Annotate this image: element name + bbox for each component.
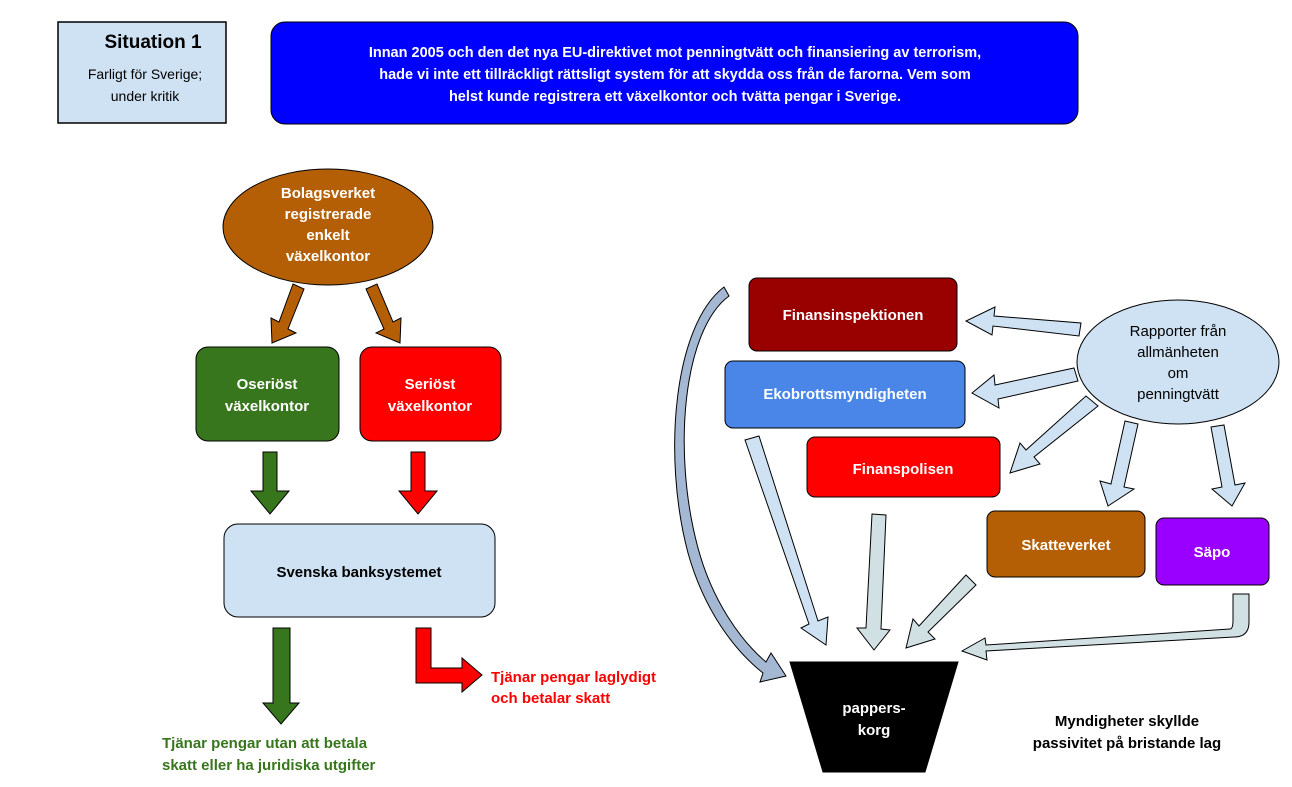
finansinspektionen-label: Finansinspektionen <box>783 307 924 324</box>
rapporter-line-4: penningtvätt <box>1137 386 1220 403</box>
papperskorg-line-1: pappers- <box>842 700 905 717</box>
bank-label: Svenska banksystemet <box>276 564 441 581</box>
oserios-line-1: Oseriöst <box>237 376 298 393</box>
bank-box <box>223 523 496 618</box>
ekobrott-node: Ekobrottsmyndigheten <box>724 360 966 429</box>
situation-subtitle-1: Farligt för Sverige; <box>88 66 202 82</box>
caption-line-1: Myndigheter skyllde <box>1055 713 1199 730</box>
arrow-bolagsverket-to-oserios <box>270 283 305 344</box>
rapporter-ellipse <box>1076 299 1280 425</box>
rapporter-line-3: om <box>1168 365 1189 382</box>
arrow-finansinspektionen-to-korg <box>674 286 787 683</box>
rapporter-line-1: Rapporter från <box>1130 323 1227 340</box>
outcome-red-line-1: Tjänar pengar laglydigt <box>491 669 656 686</box>
oserios-box <box>195 346 340 442</box>
arrow-bank-to-legal <box>415 627 483 694</box>
skatteverket-box <box>986 510 1146 578</box>
ekobrott-box <box>724 360 966 429</box>
bolagsverket-ellipse <box>222 168 434 286</box>
finansinspektionen-node: Finansinspektionen <box>748 277 958 352</box>
rapporter-line-2: allmänheten <box>1137 344 1219 361</box>
serios-node: Seriöst växelkontor <box>359 346 502 442</box>
ekobrott-label: Ekobrottsmyndigheten <box>763 386 926 403</box>
serios-line-2: växelkontor <box>388 398 472 415</box>
arrow-rapporter-to-ekobrott <box>971 367 1079 409</box>
arrow-sapo-to-korg <box>960 593 1250 661</box>
bolagsverket-line-4: växelkontor <box>286 248 370 265</box>
serios-box <box>359 346 502 442</box>
finanspolisen-label: Finanspolisen <box>853 461 954 478</box>
rapporter-node: Rapporter från allmänheten om penningtvä… <box>1076 299 1280 425</box>
intro-box: Innan 2005 och den det nya EU-direktivet… <box>270 21 1079 125</box>
intro-line-3: helst kunde registrera ett växelkontor o… <box>449 89 901 105</box>
bolagsverket-line-2: registrerade <box>285 206 372 223</box>
arrow-rapporter-to-finansinspektionen <box>964 306 1082 337</box>
sapo-box <box>1155 517 1270 586</box>
outcome-red-line-2: och betalar skatt <box>491 690 610 707</box>
situation-box: Situation 1 Farligt för Sverige; under k… <box>57 21 227 124</box>
arrow-serios-to-bank <box>397 451 439 515</box>
papperskorg-node: pappers- korg <box>789 661 959 773</box>
finanspolisen-box <box>806 436 1001 498</box>
finanspolisen-node: Finanspolisen <box>806 436 1001 498</box>
arrow-finanspolisen-to-korg <box>855 513 891 651</box>
arrow-skatteverket-to-korg <box>905 574 977 649</box>
bolagsverket-node: Bolagsverket registrerade enkelt växelko… <box>222 168 434 286</box>
situation-title: Situation 1 <box>104 32 202 53</box>
situation-subtitle-2: under kritik <box>111 88 180 104</box>
bolagsverket-line-1: Bolagsverket <box>281 185 375 202</box>
caption-line-2: passivitet på bristande lag <box>1033 735 1221 752</box>
outcome-green-line-1: Tjänar pengar utan att betala <box>162 735 368 752</box>
arrow-rapporter-to-finanspolisen <box>1009 395 1099 474</box>
bolagsverket-line-3: enkelt <box>306 227 349 244</box>
situation-box-bg <box>57 21 227 124</box>
serios-line-1: Seriöst <box>405 376 456 393</box>
arrow-rapporter-to-sapo <box>1210 424 1246 507</box>
arrow-oserios-to-bank <box>249 451 291 515</box>
finansinspektionen-box <box>748 277 958 352</box>
sapo-node: Säpo <box>1155 517 1270 586</box>
papperskorg-line-2: korg <box>858 722 891 739</box>
skatteverket-label: Skatteverket <box>1021 537 1110 554</box>
arrow-bolagsverket-to-serios <box>365 283 402 344</box>
skatteverket-node: Skatteverket <box>986 510 1146 578</box>
outcome-green-line-2: skatt eller ha juridiska utgifter <box>162 757 376 774</box>
intro-line-2: hade vi inte ett tillräckligt rättsligt … <box>379 67 970 83</box>
arrow-ekobrott-to-korg <box>744 435 829 646</box>
arrow-rapporter-to-skatteverket <box>1099 420 1139 507</box>
sapo-label: Säpo <box>1194 544 1231 561</box>
oserios-node: Oseriöst växelkontor <box>195 346 340 442</box>
intro-box-bg <box>270 21 1079 125</box>
intro-line-1: Innan 2005 och den det nya EU-direktivet… <box>369 45 981 61</box>
oserios-line-2: växelkontor <box>225 398 309 415</box>
papperskorg-shape <box>789 661 959 773</box>
bank-node: Svenska banksystemet <box>223 523 496 618</box>
arrow-bank-to-illegal <box>261 627 301 725</box>
